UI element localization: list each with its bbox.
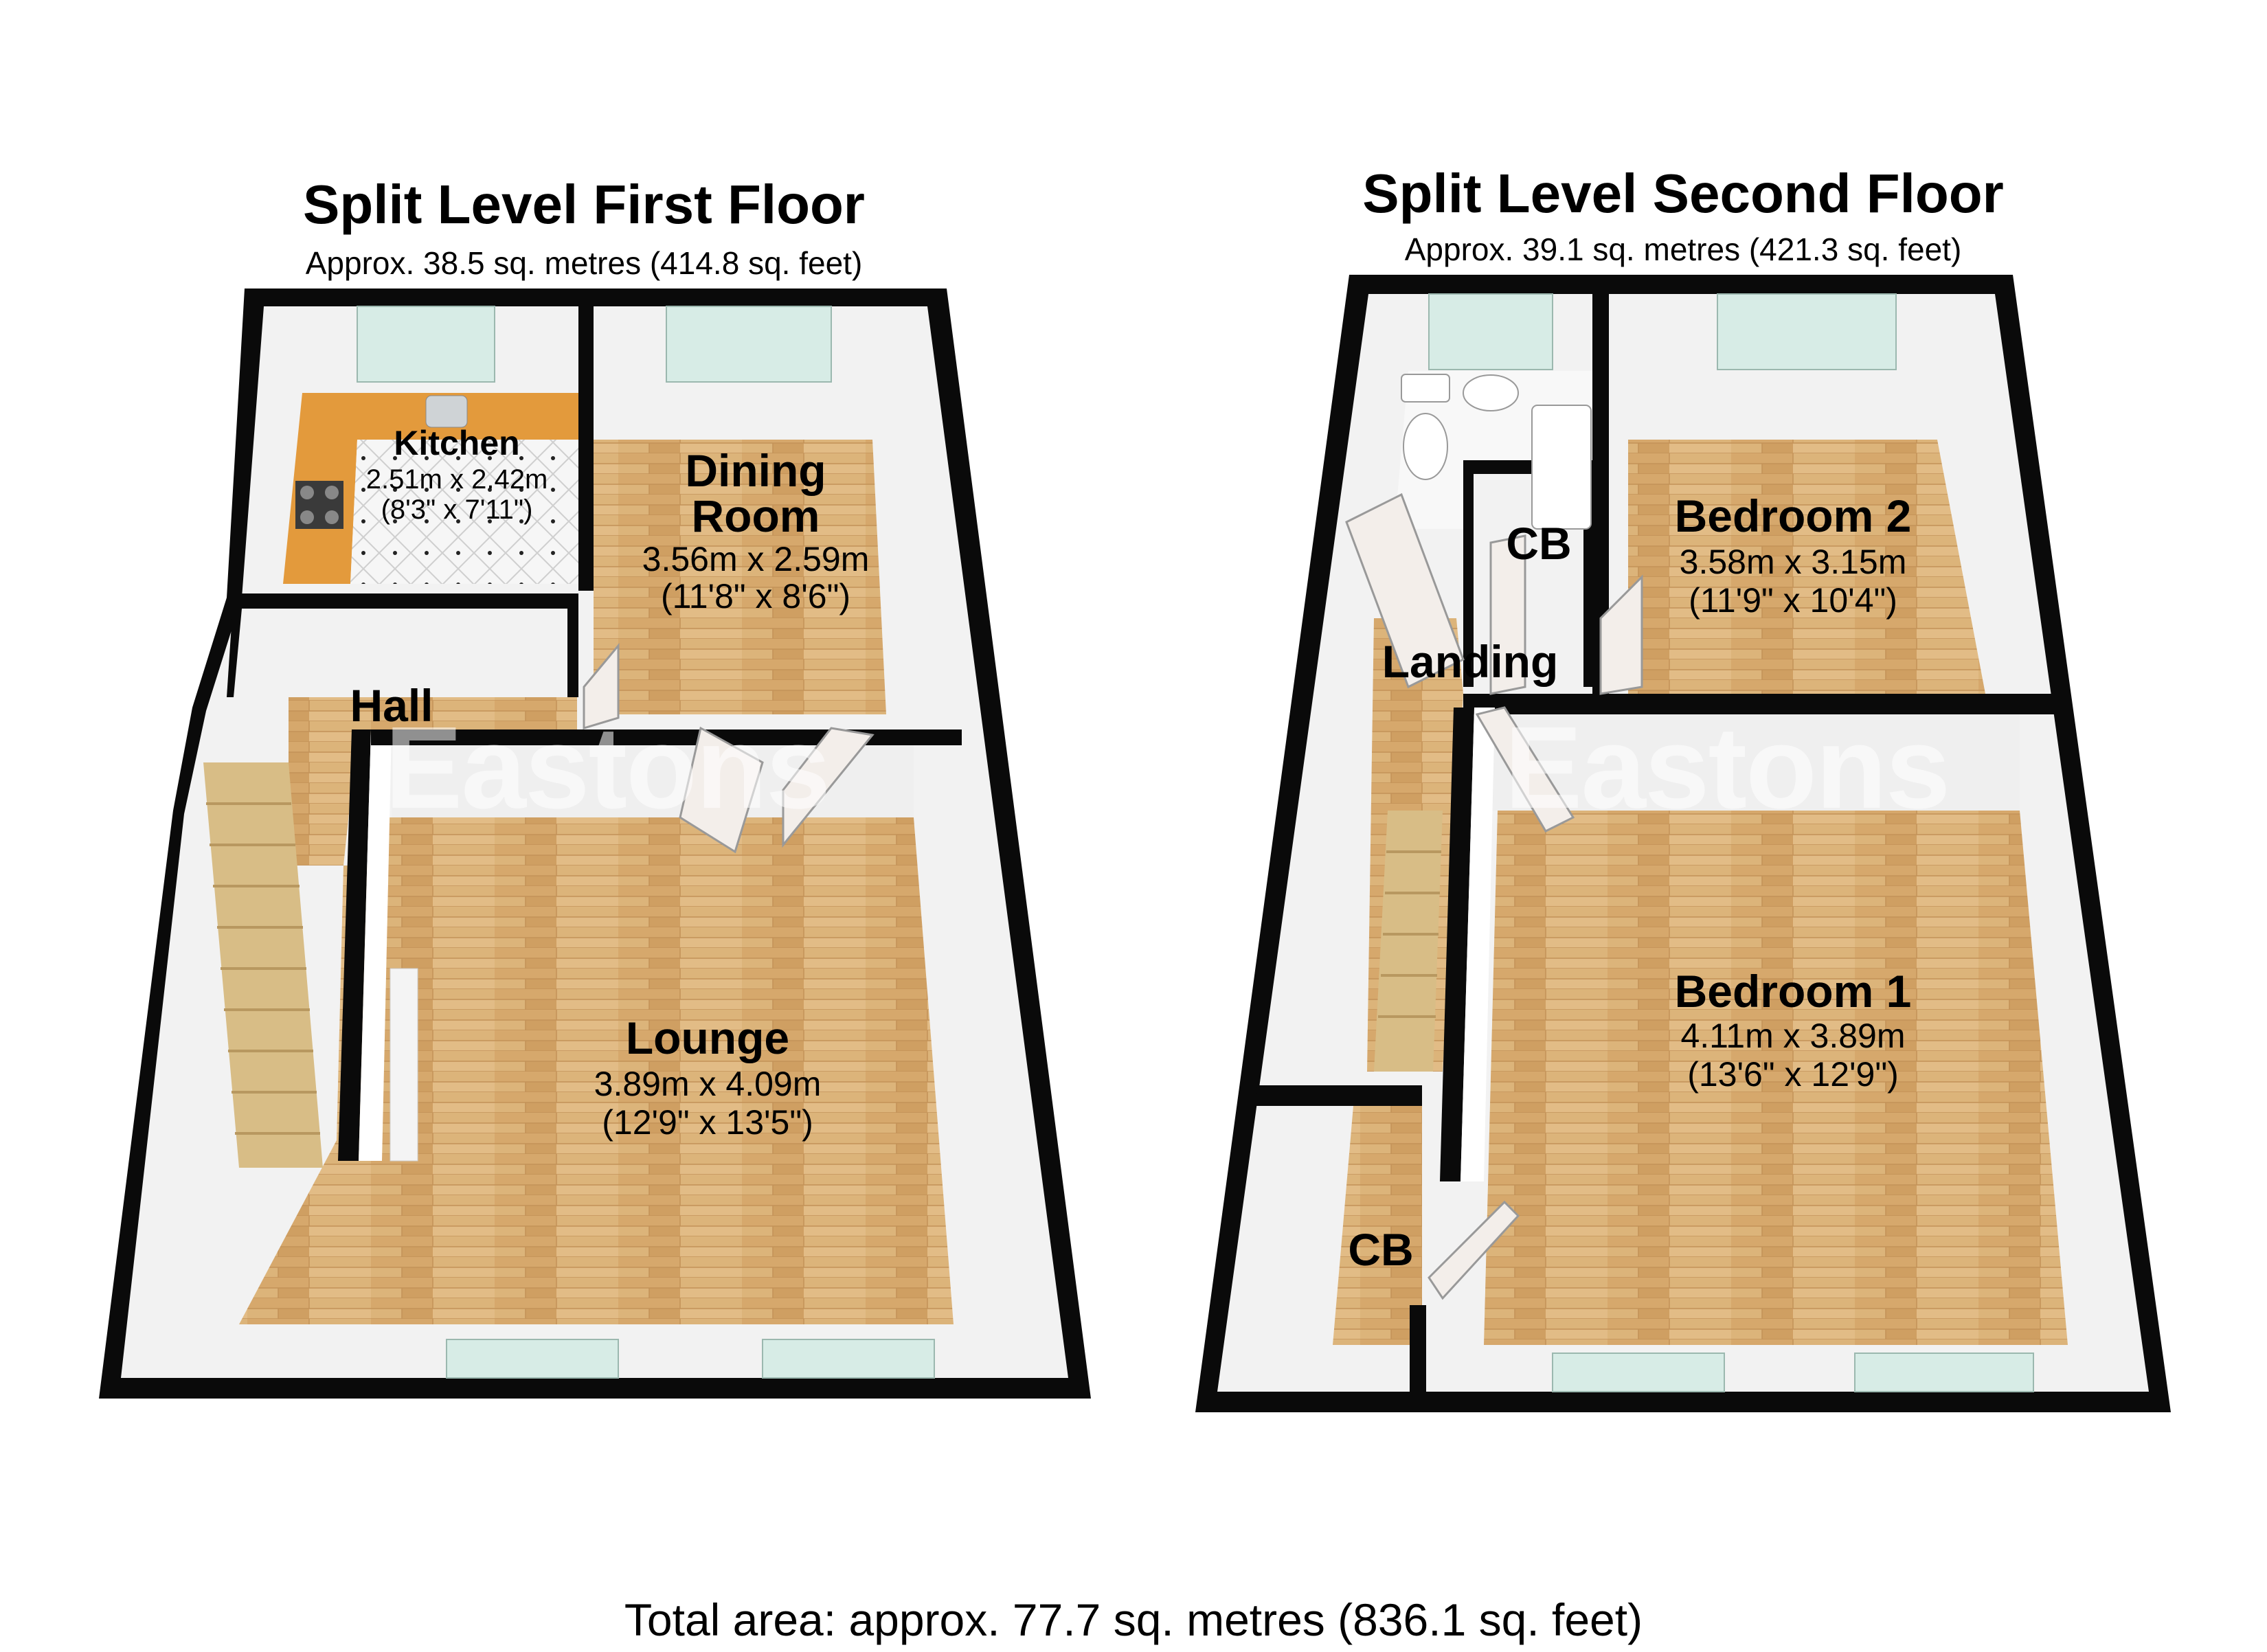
cupboard-bottom-divider: [1410, 1305, 1426, 1401]
bath-icon: [1531, 405, 1592, 530]
kitchen-dims-imperial: (8'3" x 7'11"): [381, 495, 533, 525]
bedroom-1-floor: [1484, 811, 2068, 1345]
toilet-icon: [1401, 374, 1450, 480]
hall-label: Hall: [350, 680, 433, 731]
bedroom-1-upper-face: [1484, 714, 2020, 811]
dining-room-label-line2: Room: [691, 490, 820, 541]
cupboard-bottom-floor: [1333, 1106, 1422, 1345]
lounge-dims-imperial: (12'9" x 13'5"): [602, 1103, 813, 1142]
first-floor-area: Approx. 38.5 sq. metres (414.8 sq. feet): [305, 245, 863, 281]
hob-icon: [295, 481, 343, 529]
stair-partition-wall: [338, 729, 371, 1161]
stair-partition-face: [359, 729, 392, 1161]
basin-icon: [1463, 374, 1519, 411]
bedroom-1-upper-wall: [1463, 694, 2068, 714]
kitchen-floor: [350, 440, 584, 584]
first-floor-title: Split Level First Floor: [303, 174, 865, 235]
second-floor-plan: [1195, 275, 2171, 1412]
lounge-floor: [239, 817, 954, 1324]
bedroom-2-floor: [1628, 440, 1985, 694]
window-icon: [1428, 293, 2034, 1392]
stairs-icon: [1374, 811, 1443, 1072]
dining-room-label-line1: Dining: [685, 445, 826, 496]
lounge-label: Lounge: [625, 1012, 790, 1063]
stairs-icon: [203, 762, 323, 1168]
dining-room-dims-imperial: (11'8" x 8'6"): [660, 577, 850, 615]
cupboard-bottom-wall: [1254, 1085, 1422, 1106]
bedroom-1-dims-metric: 4.11m x 3.89m: [1680, 1017, 1906, 1055]
bedroom-2-dims-imperial: (11'9" x 10'4"): [1689, 581, 1897, 620]
door-icon: [1345, 493, 1643, 1300]
landing-partition-face: [1460, 708, 1495, 1181]
hall-wall-face: [234, 609, 567, 697]
window-icon: [357, 306, 935, 1379]
lounge-dims-metric: 3.89m x 4.09m: [594, 1065, 822, 1103]
kitchen-dims-metric: 2.51m x 2.42m: [365, 464, 548, 495]
bedroom-2-label: Bedroom 2: [1674, 490, 1912, 541]
bedroom-1-dims-imperial: (13'6" x 12'9"): [1687, 1055, 1899, 1094]
landing-partition-wall: [1440, 708, 1474, 1181]
tv-unit: [390, 968, 418, 1162]
sink-icon: [425, 395, 468, 428]
lounge-upper-wall: [371, 729, 962, 745]
kitchen-divider-wall: [578, 302, 594, 591]
bedroom-2-dims-metric: 3.58m x 3.15m: [1679, 543, 1907, 581]
door-icon: [583, 642, 875, 854]
second-floor-area: Approx. 39.1 sq. metres (421.3 sq. feet): [1404, 231, 1962, 267]
cupboard-bottom-label: CB: [1348, 1224, 1414, 1275]
first-floor-plan: [99, 288, 1091, 1399]
kitchen-label: Kitchen: [394, 424, 520, 462]
dining-room-dims-metric: 3.56m x 2.59m: [642, 540, 870, 578]
watermark-left: Eastons: [385, 703, 831, 833]
bedroom-1-label: Bedroom 1: [1674, 966, 1912, 1017]
landing-label: Landing: [1381, 636, 1559, 687]
cupboard-top-label: CB: [1506, 518, 1572, 569]
second-floor-title: Split Level Second Floor: [1362, 163, 2004, 224]
dining-floor: [594, 440, 886, 714]
total-area: Total area: approx. 77.7 sq. metres (836…: [624, 1594, 1643, 1645]
watermark-right: Eastons: [1504, 703, 1950, 833]
